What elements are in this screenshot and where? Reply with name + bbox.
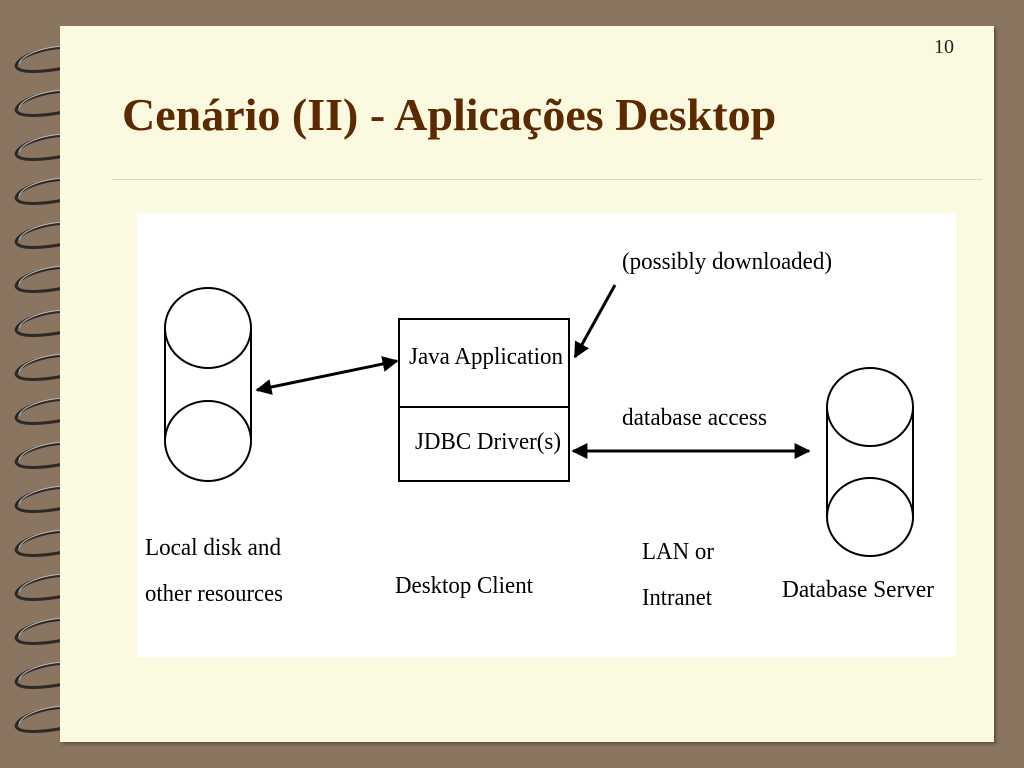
database-server-icon <box>826 367 914 557</box>
architecture-diagram: Java Application JDBC Driver(s) (possibl… <box>137 213 956 657</box>
local-resources-arrow <box>255 356 399 395</box>
download-pointer-arrow <box>573 284 617 359</box>
desktop-client-label: Desktop Client <box>395 573 533 599</box>
slide-page: 10 Cenário (II) - Aplicações Desktop <box>60 26 994 742</box>
network-label-line2: Intranet <box>642 585 712 611</box>
diagram-canvas: Java Application JDBC Driver(s) (possibl… <box>145 249 934 611</box>
local-disk-icon <box>164 287 252 482</box>
possibly-downloaded-note: (possibly downloaded) <box>622 249 832 275</box>
local-disk-label-line1: Local disk and <box>145 535 281 561</box>
network-label-line1: LAN or <box>642 539 714 565</box>
jdbc-driver-label: JDBC Driver(s) <box>415 429 561 455</box>
java-application-label: Java Application <box>409 344 563 370</box>
slide-number: 10 <box>934 36 954 58</box>
local-disk-label-line2: other resources <box>145 581 283 607</box>
slide-title: Cenário (II) - Aplicações Desktop <box>122 89 777 140</box>
title-divider <box>112 179 982 180</box>
desktop-client-box: Java Application JDBC Driver(s) <box>398 318 570 482</box>
database-server-label: Database Server <box>782 577 934 603</box>
database-access-label: database access <box>622 405 767 431</box>
